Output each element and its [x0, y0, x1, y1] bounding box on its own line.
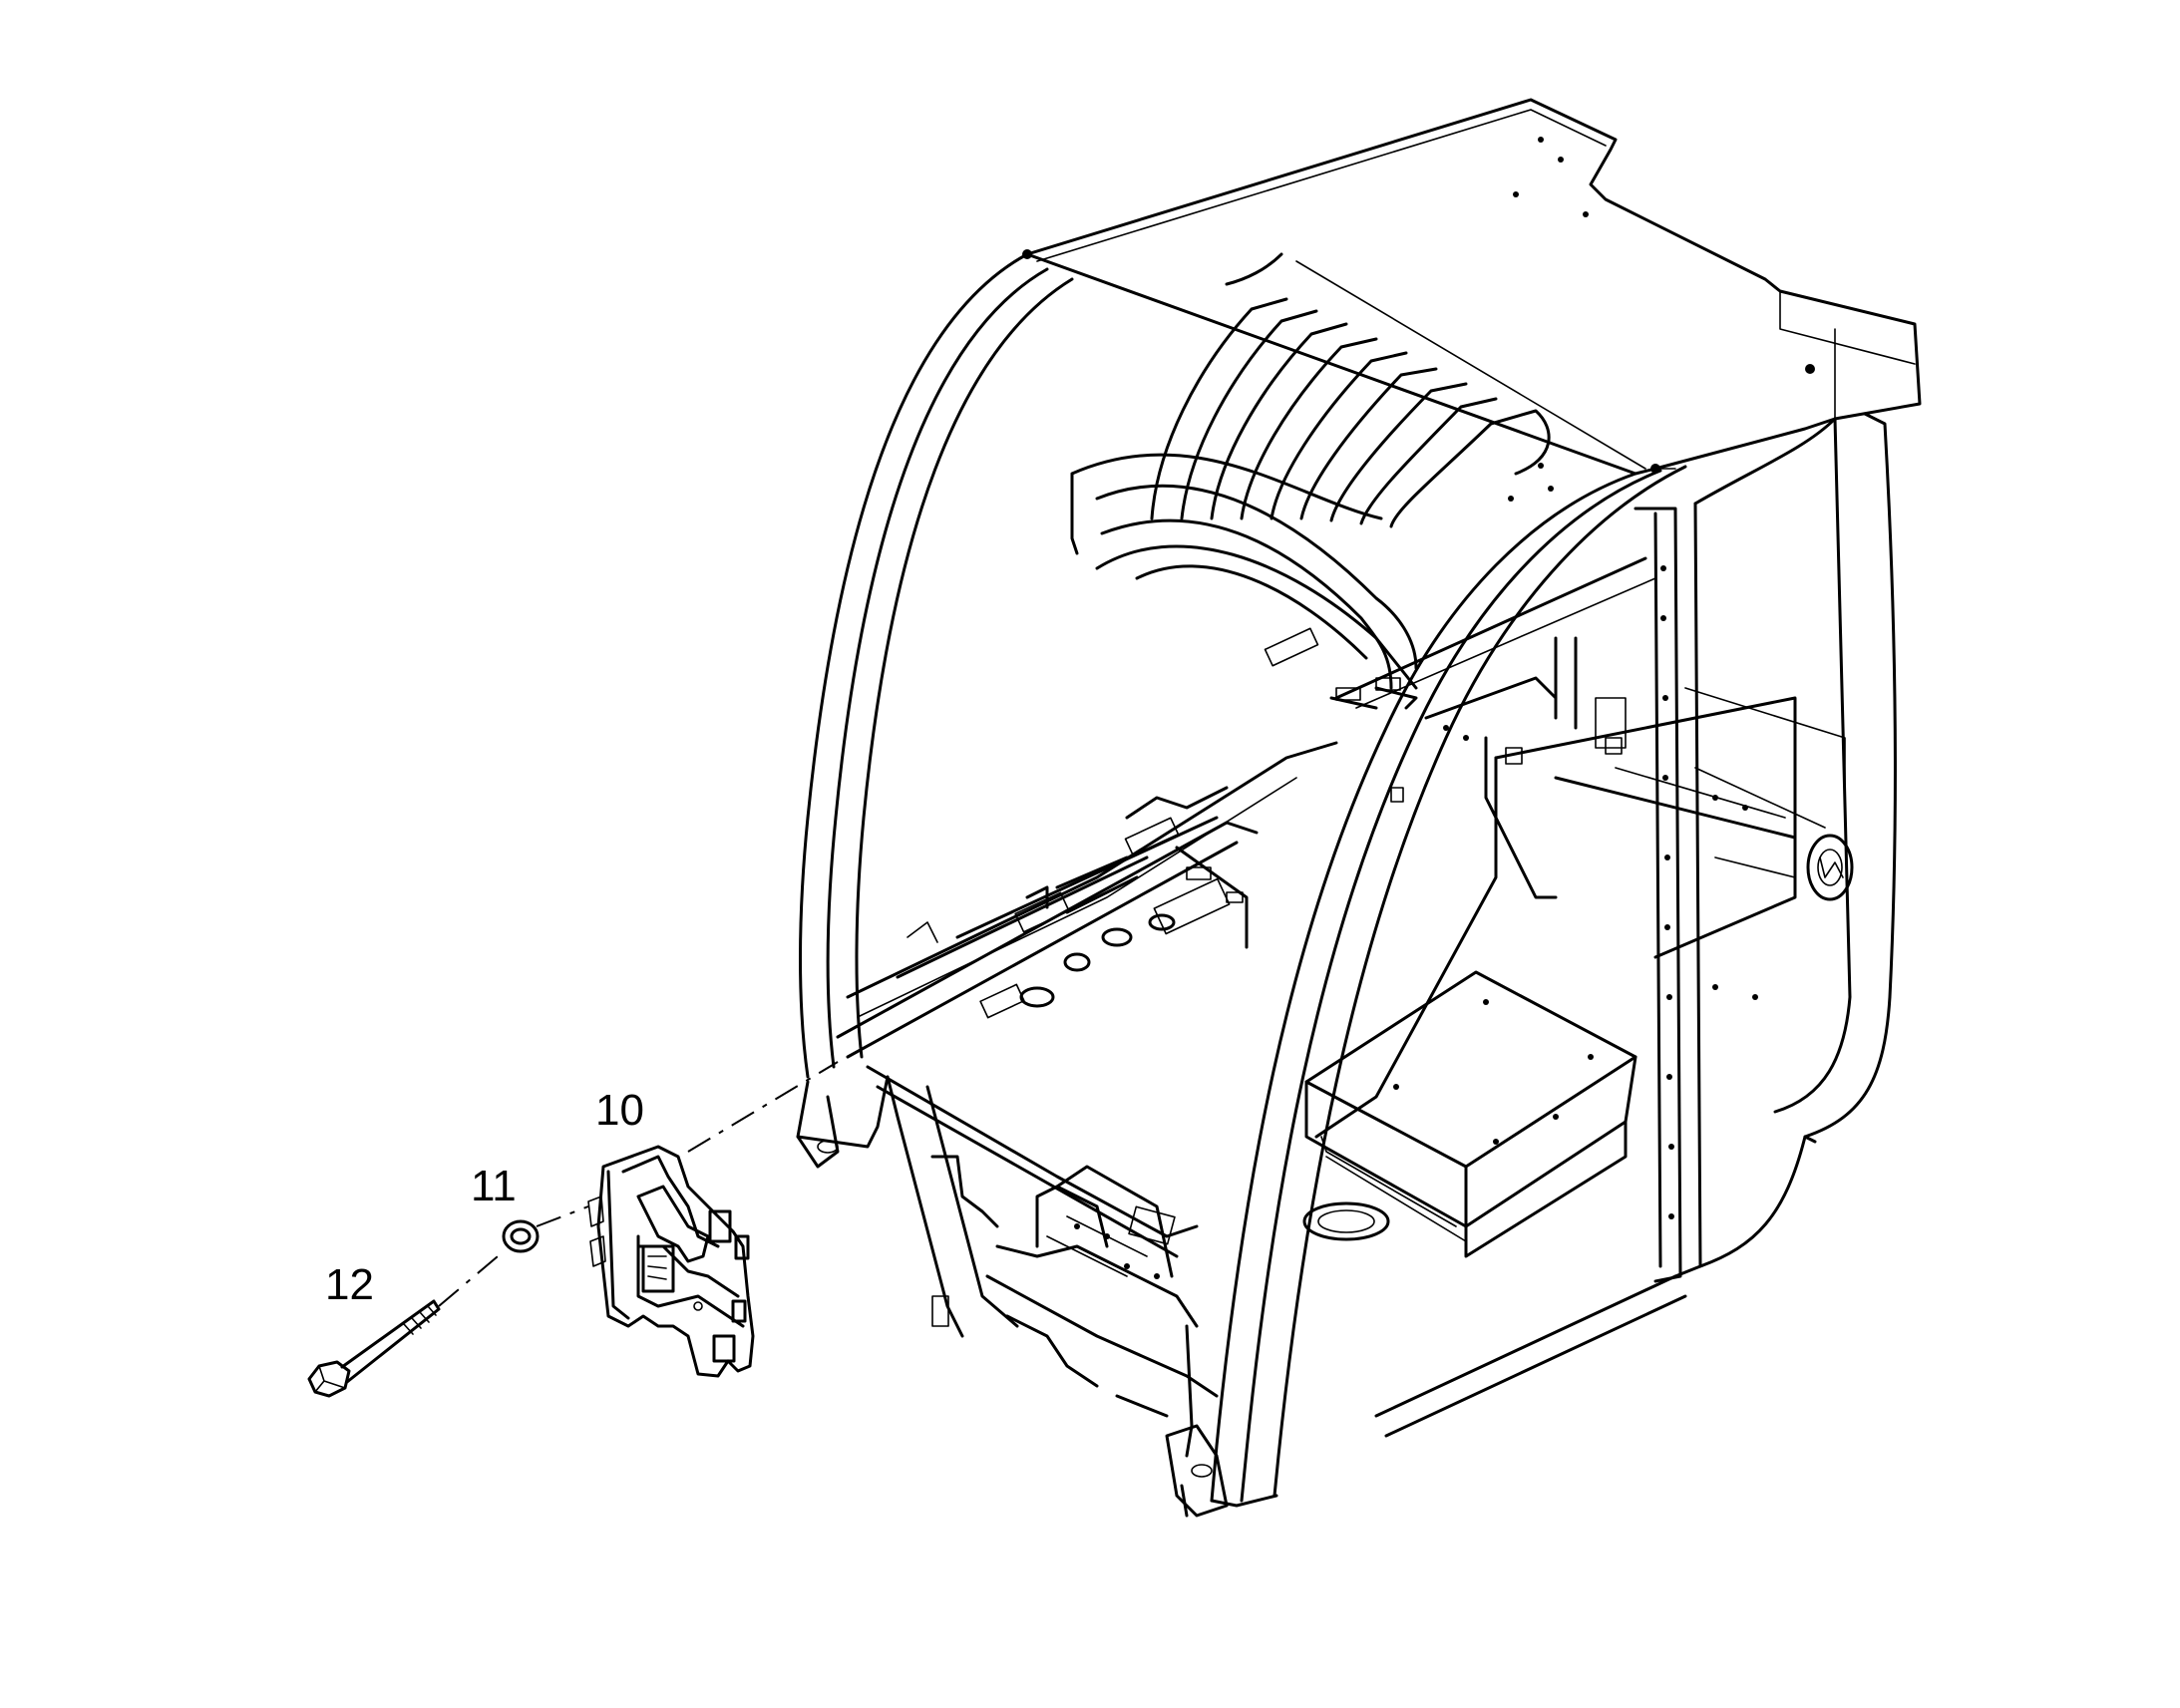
- cab-roof: [1025, 98, 1922, 502]
- washer: [502, 1219, 540, 1253]
- callout-12: 12: [325, 1260, 374, 1309]
- roof-grille: [1070, 297, 1551, 710]
- assembly-axis: [438, 1061, 839, 1307]
- control-module: [587, 1145, 755, 1378]
- seat-box: [1302, 970, 1637, 1258]
- callout-11: 11: [471, 1162, 517, 1210]
- cab-floor: [836, 627, 1338, 1258]
- bolt: [307, 1299, 441, 1398]
- cab-interior: [1314, 556, 1846, 1139]
- cab-front-frame: [799, 249, 1815, 1503]
- callout-10: 10: [595, 1086, 644, 1135]
- cab-right-pillar: [1374, 412, 1897, 1438]
- cab-lower-chassis: [796, 1075, 1278, 1518]
